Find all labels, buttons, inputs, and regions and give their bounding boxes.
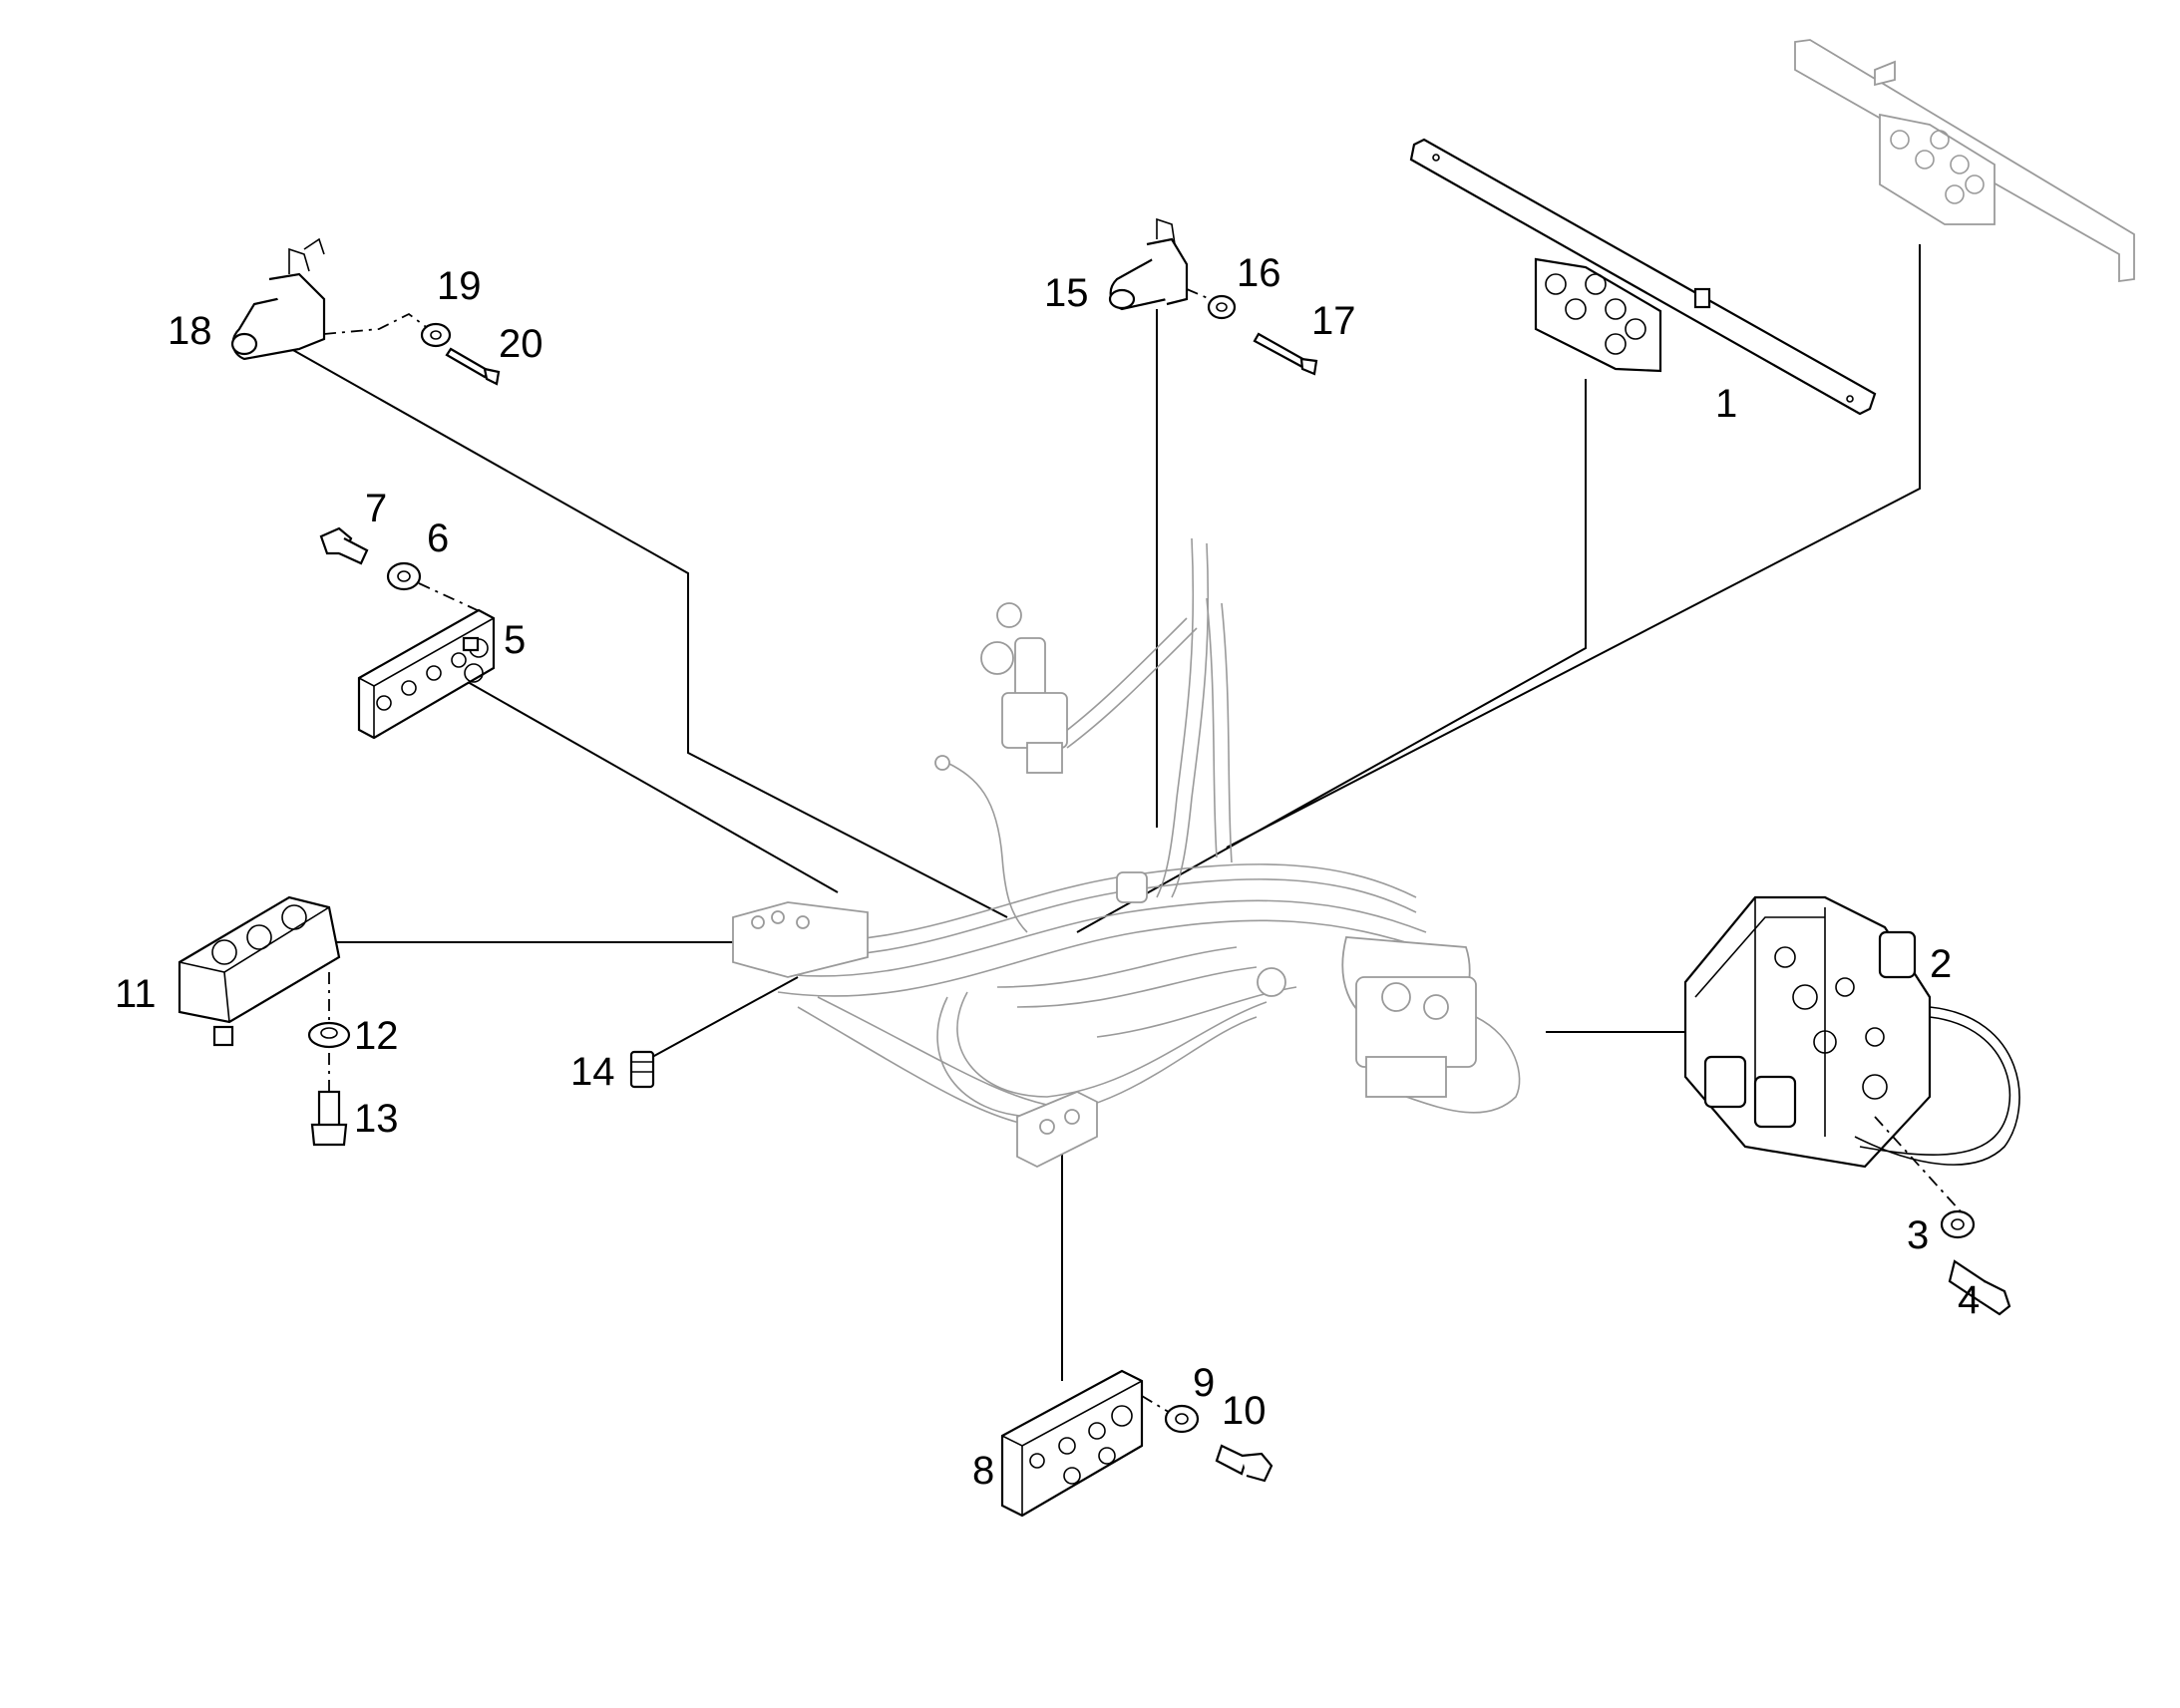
callout-16: 16: [1237, 251, 1281, 295]
callout-3: 3: [1907, 1213, 1929, 1257]
part-5-plate: [357, 608, 496, 740]
callout-19: 19: [437, 264, 482, 308]
leader-lines: [290, 244, 1921, 1381]
part-8-plate: [1000, 1369, 1144, 1518]
central-harness-assembly: [732, 537, 1521, 1169]
part-9-washer: [1164, 1404, 1200, 1434]
part-13-bolt: [310, 1090, 348, 1147]
callout-18: 18: [168, 309, 212, 353]
callout-13: 13: [354, 1097, 399, 1141]
joystick-icon: [980, 602, 1068, 774]
dash-part-6-to-5: [418, 582, 485, 614]
dash-part-8-to-9: [1141, 1395, 1173, 1415]
callout-11: 11: [115, 972, 157, 1016]
part-15-sensor: [1108, 217, 1189, 311]
callout-1: 1: [1715, 382, 1737, 426]
callout-5: 5: [504, 618, 526, 662]
callout-17: 17: [1311, 299, 1356, 343]
dash-part-2-to-3: [1874, 1116, 1971, 1222]
harness-valve-block-bottom: [1016, 1091, 1098, 1169]
callout-12: 12: [354, 1014, 399, 1058]
part-1-bar-connector: [1409, 138, 1877, 416]
callout-15: 15: [1044, 271, 1089, 315]
callout-4: 4: [1958, 1278, 1980, 1322]
callout-6: 6: [427, 516, 449, 560]
callout-7: 7: [365, 487, 387, 530]
part-7-bolt: [319, 526, 369, 565]
dash-part-18-to-19: [323, 312, 430, 335]
callout-labels: 1 2 3 4 5 6 7 8 9 10 11 12 13 14 15 16 1…: [115, 251, 1980, 1493]
part-2-main-valve-block: [1683, 895, 2020, 1169]
part-3-washer: [1940, 1209, 1976, 1239]
callout-20: 20: [499, 322, 544, 366]
harness-valve-block-left: [732, 901, 869, 978]
part-17-pin: [1253, 332, 1318, 376]
callout-2: 2: [1930, 942, 1952, 986]
part-18-sensor: [230, 237, 326, 361]
grey-bracket-connector: [1794, 39, 2135, 283]
part-6-washer: [386, 561, 422, 591]
part-16-washer: [1207, 294, 1237, 320]
callout-14: 14: [570, 1050, 615, 1094]
part-19-washer: [420, 322, 452, 348]
part-14-fitting: [629, 1050, 655, 1089]
part-10-bolt: [1215, 1444, 1273, 1483]
callout-8: 8: [972, 1449, 994, 1493]
callout-9: 9: [1193, 1361, 1215, 1405]
part-12-washer: [307, 1021, 351, 1049]
part-20-pin: [445, 347, 501, 386]
part-11-solenoid-valve-block: [178, 895, 341, 1047]
pump-unit-icon: [1341, 936, 1521, 1114]
part-4-bolt: [1948, 1259, 2011, 1316]
callout-10: 10: [1222, 1389, 1267, 1433]
